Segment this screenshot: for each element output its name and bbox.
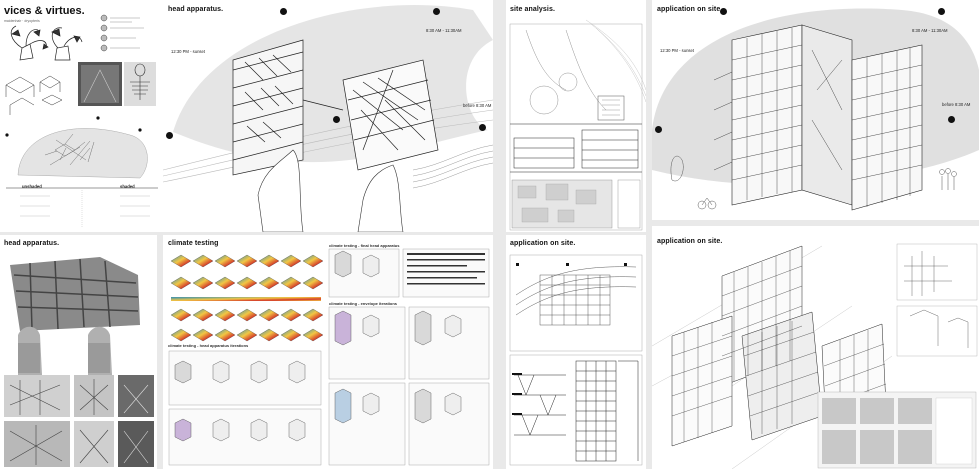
sun-marker (280, 8, 287, 15)
section-label: climate testing - head apparatus iterati… (168, 343, 249, 348)
head-apparatus-photos (4, 257, 154, 467)
panel-application-on-site-plan: application on site. (506, 235, 646, 469)
panel-title: head apparatus. (168, 6, 224, 13)
section-label: climate testing - final head apparatus (329, 243, 400, 248)
vices-virtues-drawing (5, 14, 158, 228)
panel-application-on-site-axon: application on site. (652, 226, 979, 469)
panel-climate-testing: climate testing climate testing - head a… (163, 235, 493, 469)
panel-head-apparatus-main: head apparatus. (163, 0, 493, 232)
sun-marker (166, 132, 173, 139)
panel-title: application on site. (657, 6, 723, 13)
sun-marker (948, 116, 955, 123)
panel-site-analysis: site analysis. (506, 0, 646, 232)
application-site-drawing (652, 8, 979, 211)
panel-title: site analysis. (510, 6, 555, 13)
sun-marker (655, 126, 662, 133)
panel-subtitle: maidenhair · dryopteris (4, 19, 40, 23)
legend-shaded: shaded (120, 184, 135, 189)
head-apparatus-drawing (163, 5, 493, 232)
site-analysis-drawing (509, 19, 646, 231)
sun-marker (333, 116, 340, 123)
sun-marker (433, 8, 440, 15)
time-label-morning: 8:30 AM - 11:30AM (426, 28, 462, 33)
time-label-afternoon: 12:30 PM - sunset (660, 48, 694, 53)
application-site-plan (509, 254, 643, 466)
panel-title: head apparatus. (4, 240, 60, 247)
time-label-morning: 8:30 AM - 11:30AM (912, 28, 948, 33)
panel-title: climate testing (168, 240, 219, 247)
time-label-afternoon: 12:30 PM - sunset (171, 49, 205, 54)
section-label: climate testing - envelope iterations (329, 301, 398, 306)
sun-marker (938, 8, 945, 15)
application-site-axonometric (652, 243, 978, 469)
sun-marker (720, 8, 727, 15)
panel-application-on-site-top: application on site. (652, 0, 979, 220)
legend-unshaded: unshaded (22, 184, 42, 189)
panel-title: application on site. (510, 240, 576, 247)
time-label-early: before 8:30 AM (463, 103, 492, 108)
panel-title: vices & virtues. (4, 5, 85, 17)
panel-title: application on site. (657, 238, 723, 245)
sun-marker (479, 124, 486, 131)
time-label-early: before 8:30 AM (942, 102, 971, 107)
panel-head-apparatus-photos: head apparatus. (0, 235, 157, 469)
climate-testing-grid (168, 248, 490, 466)
panel-vices-virtues: vices & virtues. maidenhair · dryopteris (0, 0, 163, 232)
